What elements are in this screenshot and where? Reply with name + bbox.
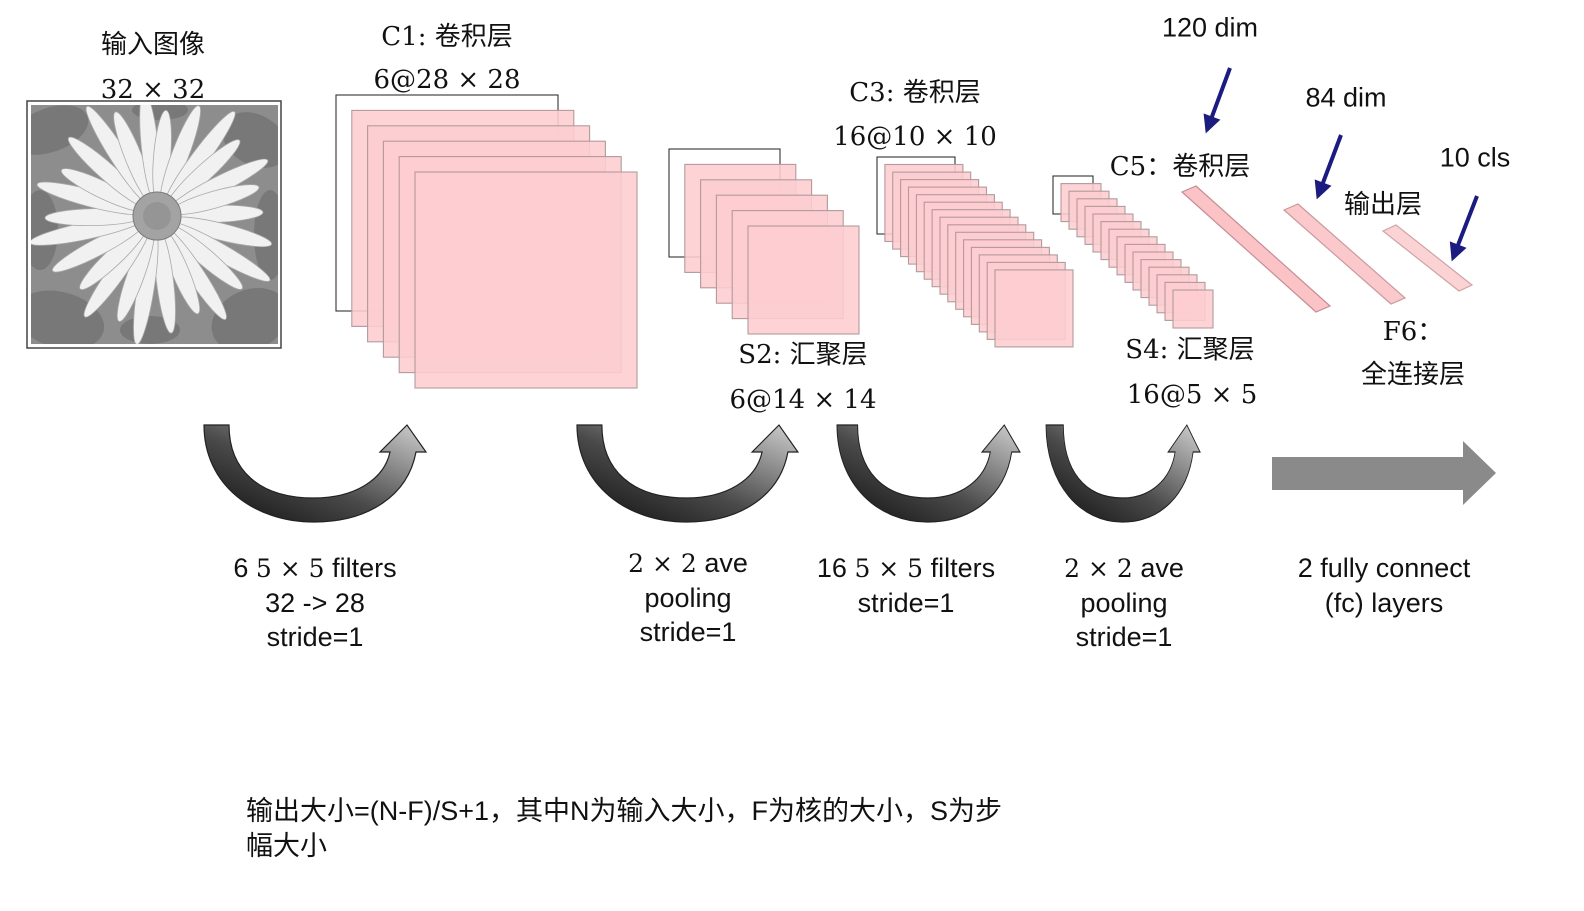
pool2-label: 2 × 2 ave pooling stride=1 (1064, 551, 1184, 655)
conv1-line1: 6 5 × 5 filters (233, 551, 396, 586)
s4-feature-maps (1052, 175, 1214, 329)
conv2-kernel: 5 × 5 (854, 554, 924, 583)
c5-title: C5：卷积层 (1109, 152, 1251, 182)
conv2-curved-arrow (836, 424, 1021, 523)
pool1-curved-arrow (576, 424, 799, 523)
conv1-kernel: 5 × 5 (255, 554, 325, 583)
c1-shape: 6@28 × 28 (373, 65, 521, 95)
pool2-line2: pooling (1080, 587, 1168, 618)
f6-dim-arrow (1314, 134, 1343, 200)
conv1-count: 6 (233, 553, 249, 583)
photo-leaf (211, 287, 278, 344)
c1-feature-map (414, 171, 638, 389)
photo-leaf (31, 290, 105, 344)
conv2-line2: stride=1 (857, 587, 955, 618)
conv2-word: filters (930, 553, 996, 583)
f6-vector-bar (1282, 203, 1407, 305)
c3-shape: 16@10 × 10 (833, 122, 997, 152)
input-size: 32 × 32 (100, 75, 206, 105)
note-line-2: 幅大小 (246, 831, 327, 861)
c3-feature-map (994, 269, 1074, 348)
pool1-line2: pooling (644, 582, 732, 613)
pool2-line1: 2 × 2 ave (1064, 551, 1184, 586)
s2-shape: 6@14 × 14 (729, 385, 877, 415)
c5-dim-arrow (1203, 67, 1232, 134)
photo-leaf (222, 112, 278, 168)
input-title: 输入图像 (100, 30, 206, 60)
input-image (26, 100, 282, 349)
c5-vector-bar (1180, 185, 1332, 313)
f6-title: F6： (1382, 317, 1444, 347)
conv1-line3: stride=1 (266, 622, 364, 652)
fc-label: 2 fully connect (fc) layers (1298, 551, 1471, 620)
conv1-line2: 32 -> 28 (265, 587, 365, 618)
output-title: 输出层 (1343, 190, 1423, 220)
flower-photo (31, 105, 278, 344)
output-vector-bar (1381, 224, 1474, 292)
flower-center-core (143, 202, 171, 230)
conv2-label: 16 5 × 5 filters stride=1 (817, 551, 995, 620)
c5-dim-label: 120 dim (1161, 12, 1259, 43)
fc-flow-arrow (1272, 441, 1496, 505)
s2-title: S2: 汇聚层 (738, 340, 868, 370)
photo-leaf (31, 190, 58, 270)
pool2-line3: stride=1 (1075, 622, 1173, 652)
c1-title: C1: 卷积层 (381, 22, 513, 52)
fc-line1: 2 fully connect (1297, 553, 1471, 583)
c3-title: C3: 卷积层 (849, 78, 981, 108)
s4-shape: 16@5 × 5 (1126, 380, 1258, 410)
pool1-line1: 2 × 2 ave (628, 546, 748, 581)
fc-line2: (fc) layers (1324, 587, 1444, 618)
pool2-kernel: 2 × 2 (1064, 554, 1133, 583)
pool1-kernel: 2 × 2 (628, 549, 697, 578)
pool2-curved-arrow (1045, 424, 1201, 523)
output-dim-arrow (1449, 195, 1479, 262)
flower-petals (31, 105, 273, 344)
conv1-word: filters (332, 553, 397, 583)
conv2-count: 16 (816, 553, 847, 583)
output-dim-label: 10 cls (1439, 142, 1511, 173)
conv1-label: 6 5 × 5 filters 32 -> 28 stride=1 (233, 551, 396, 655)
pool1-label: 2 × 2 ave pooling stride=1 (628, 546, 748, 650)
pool2-word: ave (1140, 553, 1184, 583)
s4-feature-map (1172, 289, 1214, 329)
conv2-line1: 16 5 × 5 filters (817, 551, 995, 586)
f6-dim-label: 84 dim (1305, 82, 1387, 113)
feature-map-stacks (335, 94, 1214, 389)
s2-feature-maps (668, 148, 860, 335)
conv1-curved-arrow (203, 424, 427, 523)
s2-feature-map (747, 225, 860, 335)
pool1-word: ave (704, 548, 748, 578)
s4-title: S4: 汇聚层 (1125, 335, 1255, 365)
output-size-note: 输出大小=(N-F)/S+1，其中N为输入大小，F为核的大小，S为步 幅大小 (246, 794, 1002, 864)
f6-subtitle: 全连接层 (1360, 360, 1466, 390)
pool1-line3: stride=1 (639, 617, 737, 647)
c3-feature-maps (876, 156, 1074, 348)
note-line-1: 输出大小=(N-F)/S+1，其中N为输入大小，F为核的大小，S为步 (246, 796, 1003, 826)
c1-feature-maps (335, 94, 638, 389)
